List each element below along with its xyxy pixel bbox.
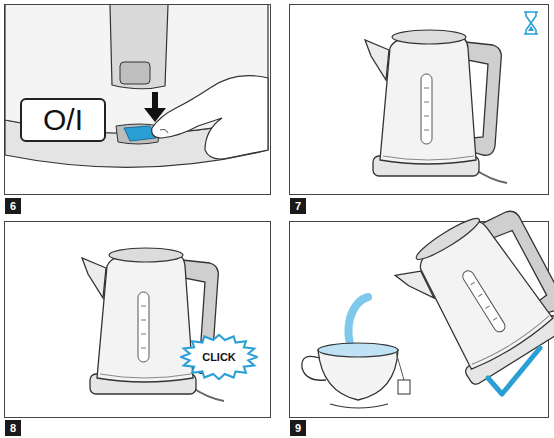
- step-number-text: 8: [10, 422, 16, 434]
- step-number-text: 6: [10, 200, 16, 212]
- step-number: 8: [5, 420, 21, 436]
- label-text: O/I: [43, 103, 83, 137]
- click-burst: CLICK: [180, 334, 258, 380]
- label-text: CLICK: [202, 351, 236, 363]
- step-number: 9: [290, 420, 306, 436]
- step-number-text: 9: [295, 422, 301, 434]
- step-number: 7: [290, 198, 306, 214]
- step-number: 6: [5, 198, 21, 214]
- step-number-text: 7: [295, 200, 301, 212]
- power-switch-label: O/I: [20, 98, 106, 142]
